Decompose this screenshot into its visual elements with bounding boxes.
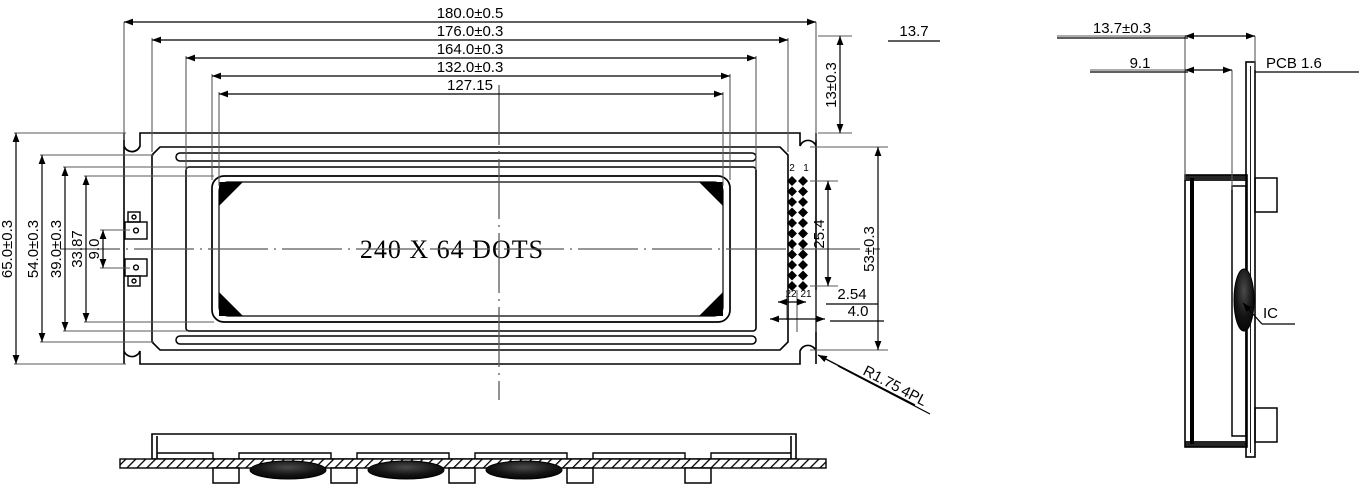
dim-65: 65.0±0.3 xyxy=(0,220,16,278)
dim-127-15: 127.15 xyxy=(447,77,493,94)
ic-leader xyxy=(1242,302,1295,325)
pin-label-bottom-right: 21 xyxy=(800,289,812,300)
pin-column-left xyxy=(787,176,797,291)
dim-2-54-note: 2.54 xyxy=(826,286,878,305)
side-ic-blob xyxy=(1233,268,1255,332)
pin-column-right xyxy=(798,176,808,291)
dim-176: 176.0±0.3 xyxy=(437,23,504,40)
section-pcb-strip xyxy=(119,458,827,469)
pin-label-top-left: 2 xyxy=(789,163,795,174)
dimension-lines-horizontal xyxy=(124,18,816,98)
side-tabs xyxy=(1254,177,1278,443)
section-tabs xyxy=(212,467,712,484)
side-dimension-lines xyxy=(1185,32,1255,74)
side-pcb xyxy=(1245,61,1256,458)
dim-9-0: 9.0 xyxy=(86,239,103,260)
bottom-section-view xyxy=(119,433,827,484)
corner-radius-callout: R1.75 4PL xyxy=(817,354,931,415)
dim-132: 132.0±0.3 xyxy=(437,59,504,76)
bezel-slot-bottom xyxy=(175,335,757,345)
dim-13-7: 13.7 xyxy=(899,23,928,40)
dim-54: 54.0±0.3 xyxy=(25,220,42,278)
side-extension-lines xyxy=(1057,35,1256,190)
extension-lines-vertical xyxy=(14,132,214,365)
section-bezel-body xyxy=(151,433,797,460)
pin-label-bottom-left: 22 xyxy=(785,289,797,300)
dim-25-4: 25.4 xyxy=(811,219,828,248)
dimension-lines-right xyxy=(824,36,882,350)
dim-13-7-note: 13.7 xyxy=(888,23,940,42)
right-dimension-group: 13±0.3 25.4 53±0.3 13.7 xyxy=(810,23,940,351)
dim-33-87: 33.87 xyxy=(69,230,86,268)
dim-13-7-tol-note: 13.7±0.3 xyxy=(1057,20,1188,39)
horizontal-dimension-stack: 180.0±0.5 176.0±0.3 164.0±0.3 132.0±0.3 … xyxy=(123,5,817,186)
backlight-pad-lower xyxy=(124,258,148,287)
backlight-pad-upper xyxy=(124,211,148,240)
dim-13: 13±0.3 xyxy=(823,62,840,108)
dimension-lines-vertical xyxy=(12,133,107,364)
pin-label-top-right: 1 xyxy=(803,163,809,174)
extension-lines-horizontal xyxy=(123,22,817,186)
pcb-thickness-note: PCB 1.6 xyxy=(1255,55,1359,73)
corner-radius-value: R1.75 xyxy=(860,362,903,396)
dim-13-7-tol: 13.7±0.3 xyxy=(1093,20,1151,37)
mounting-ear-top-left xyxy=(123,145,141,153)
pin-pitch-dimensions: 2.54 4.0 xyxy=(770,286,884,332)
pin-matrix xyxy=(787,176,808,291)
bezel-slot-top xyxy=(175,152,757,162)
ic-label: IC xyxy=(1263,305,1278,322)
dimension-lines-pin xyxy=(770,298,825,323)
section-ic-blobs xyxy=(249,460,563,480)
dim-2-54: 2.54 xyxy=(837,286,866,303)
pcb-label: PCB 1.6 xyxy=(1266,55,1322,72)
dim-164: 164.0±0.3 xyxy=(437,41,504,58)
dim-4-0-note: 4.0 xyxy=(830,303,884,322)
dim-9-1: 9.1 xyxy=(1130,55,1151,72)
viewing-area-corner-marks xyxy=(219,182,723,316)
dim-9-1-note: 9.1 xyxy=(1090,55,1188,73)
front-view: 240 X 64 DOTS xyxy=(60,85,880,400)
bezel-inner-body xyxy=(151,146,789,351)
dim-180: 180.0±0.5 xyxy=(437,5,504,22)
section-shelf-lines xyxy=(157,452,791,459)
side-view: IC 13.7±0.3 9.1 PCB 1.6 xyxy=(1057,20,1359,458)
dim-39: 39.0±0.3 xyxy=(48,220,65,278)
vertical-dimension-stack: 65.0±0.3 54.0±0.3 39.0±0.3 33.87 9.0 xyxy=(0,132,214,365)
dim-53: 53±0.3 xyxy=(861,226,878,272)
dim-4-0: 4.0 xyxy=(848,303,869,320)
